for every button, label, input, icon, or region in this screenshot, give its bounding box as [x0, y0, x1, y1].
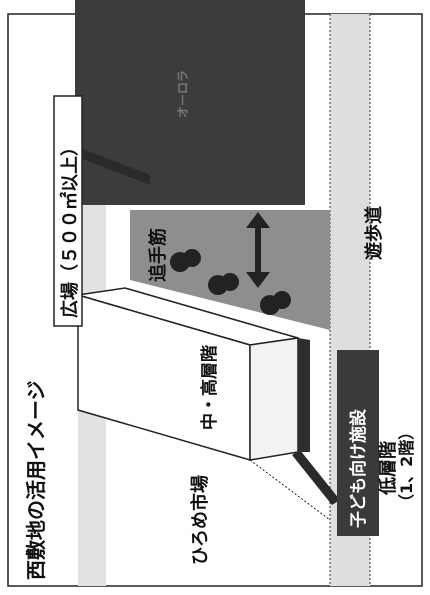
low-floor-sub: （1、2階）: [397, 424, 416, 510]
plaza-label-box: [53, 95, 83, 327]
walkway-label-yuhodo: 遊歩道: [363, 206, 385, 260]
aurora-building: [75, 0, 305, 205]
diagram-title: 西敷地の活用イメージ: [24, 380, 48, 580]
aurora-label: オーロラ: [176, 70, 190, 118]
low-floor-label: 低層階: [377, 441, 399, 496]
market-building-shadow: [298, 338, 310, 452]
facility-pointer: [292, 450, 340, 505]
walkway-label-otesuji: 追手筋: [147, 228, 169, 282]
market-pointer: [249, 459, 331, 521]
market-label: ひろめ市場: [189, 475, 211, 565]
plaza-label: 広場（５００㎡以上）: [59, 138, 81, 318]
market-building-end: [249, 337, 299, 461]
children-facility-label: 子ども向け施設: [348, 408, 369, 528]
tree-icon: [170, 249, 291, 315]
children-facility-block: [337, 350, 379, 536]
double-arrow-icon: [246, 212, 270, 288]
mid-high-floor-label: 中・高層階: [199, 345, 220, 430]
